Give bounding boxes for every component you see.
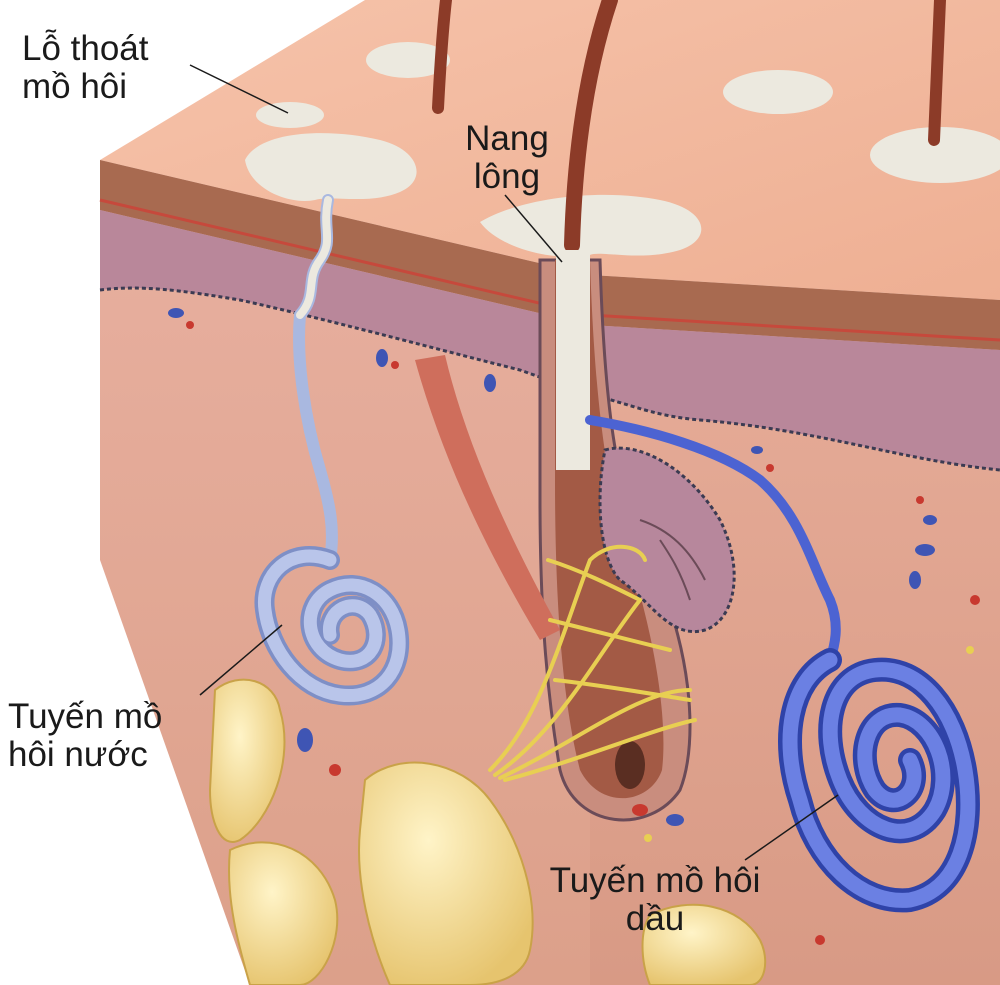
hair-shaft-2 bbox=[564, 0, 618, 253]
leader-eccrine bbox=[199, 624, 283, 696]
label-sweat-pore: Lỗ thoát mồ hôi bbox=[22, 30, 149, 106]
pore-blob-4 bbox=[870, 127, 1000, 183]
hair-shaft-3 bbox=[928, 0, 946, 146]
label-apocrine-gland: Tuyến mồ hôi dầu bbox=[526, 862, 784, 938]
leader-lines bbox=[189, 64, 839, 861]
pore-blob-3 bbox=[723, 70, 833, 114]
basal-membrane bbox=[99, 286, 1000, 472]
epidermis-layer bbox=[100, 160, 1000, 350]
label-eccrine-gland-line1: Tuyến mồ bbox=[8, 697, 163, 736]
label-hair-follicle: Nang lông bbox=[452, 120, 562, 196]
apocrine-gland-coil bbox=[778, 648, 980, 913]
pore-blob-2 bbox=[366, 42, 450, 78]
pore-main bbox=[245, 133, 417, 201]
label-hair-follicle-line2: lông bbox=[473, 157, 541, 196]
label-apocrine-gland-line1: Tuyến mồ hôi bbox=[549, 861, 761, 900]
label-apocrine-gland-line2: dầu bbox=[625, 899, 685, 938]
leader-hair-follicle bbox=[504, 194, 563, 263]
hair-papilla bbox=[615, 741, 645, 789]
label-hair-follicle-line1: Nang bbox=[465, 119, 549, 158]
arrector-pili-muscle bbox=[415, 355, 560, 640]
eccrine-duct-top bbox=[296, 196, 332, 319]
sebaceous-gland bbox=[598, 446, 736, 634]
nerve-endings bbox=[488, 544, 697, 782]
sebaceous-duct-detail bbox=[639, 519, 706, 601]
label-sweat-pore-line2: mồ hôi bbox=[22, 67, 128, 106]
fat-tissue bbox=[208, 678, 767, 985]
label-eccrine-gland-line2: hôi nước bbox=[8, 735, 148, 774]
apocrine-duct bbox=[585, 415, 841, 665]
leader-pore bbox=[189, 64, 289, 114]
label-eccrine-gland: Tuyến mồ hôi nước bbox=[8, 698, 162, 774]
hair-shaft-1 bbox=[432, 0, 452, 114]
hair-follicle-canal bbox=[556, 250, 590, 470]
label-sweat-pore-line1: Lỗ thoát bbox=[22, 29, 149, 68]
leader-apocrine bbox=[744, 794, 839, 861]
eccrine-gland-coil bbox=[254, 546, 410, 706]
pore-blob-1 bbox=[256, 102, 324, 128]
blood-vessels bbox=[168, 308, 980, 945]
follicle-opening bbox=[480, 194, 702, 257]
